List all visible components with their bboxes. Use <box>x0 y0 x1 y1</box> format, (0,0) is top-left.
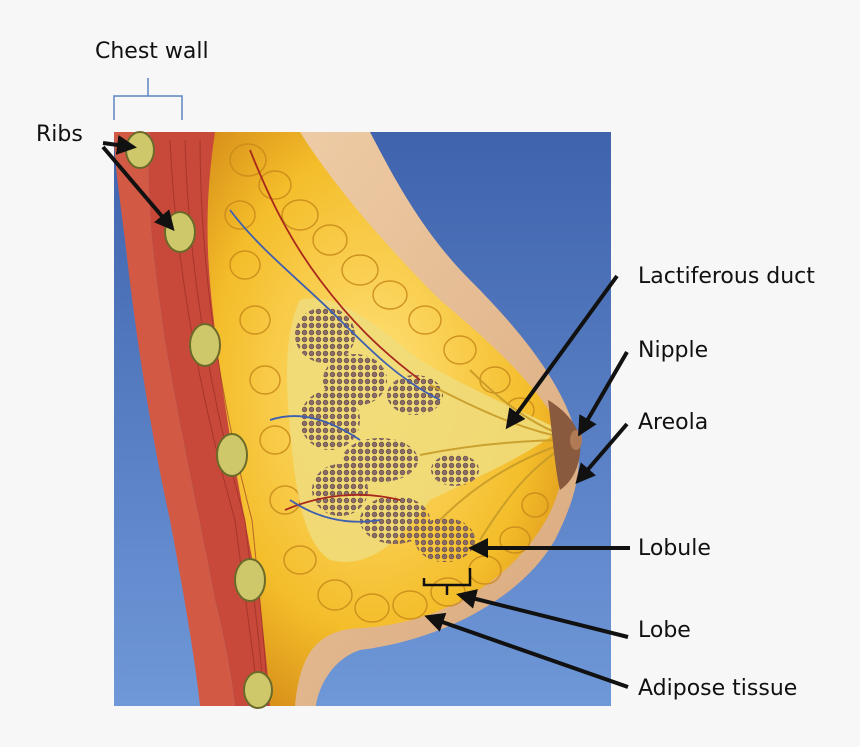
label-chest-wall: Chest wall <box>95 39 209 64</box>
label-ribs: Ribs <box>36 122 83 147</box>
label-adipose-tissue: Adipose tissue <box>638 676 798 701</box>
glandular-tissue <box>287 298 560 562</box>
label-lactiferous-duct: Lactiferous duct <box>638 264 815 289</box>
label-lobe: Lobe <box>638 618 691 643</box>
label-areola: Areola <box>638 410 709 435</box>
areola <box>548 400 581 490</box>
leader-arrows <box>101 134 630 689</box>
label-lobule: Lobule <box>638 536 711 561</box>
lobe-bracket <box>422 568 472 595</box>
intercostal-layer <box>114 132 235 706</box>
label-nipple: Nipple <box>638 338 709 363</box>
chest-wall-bracket <box>113 78 183 120</box>
blood-vessels <box>229 149 441 523</box>
